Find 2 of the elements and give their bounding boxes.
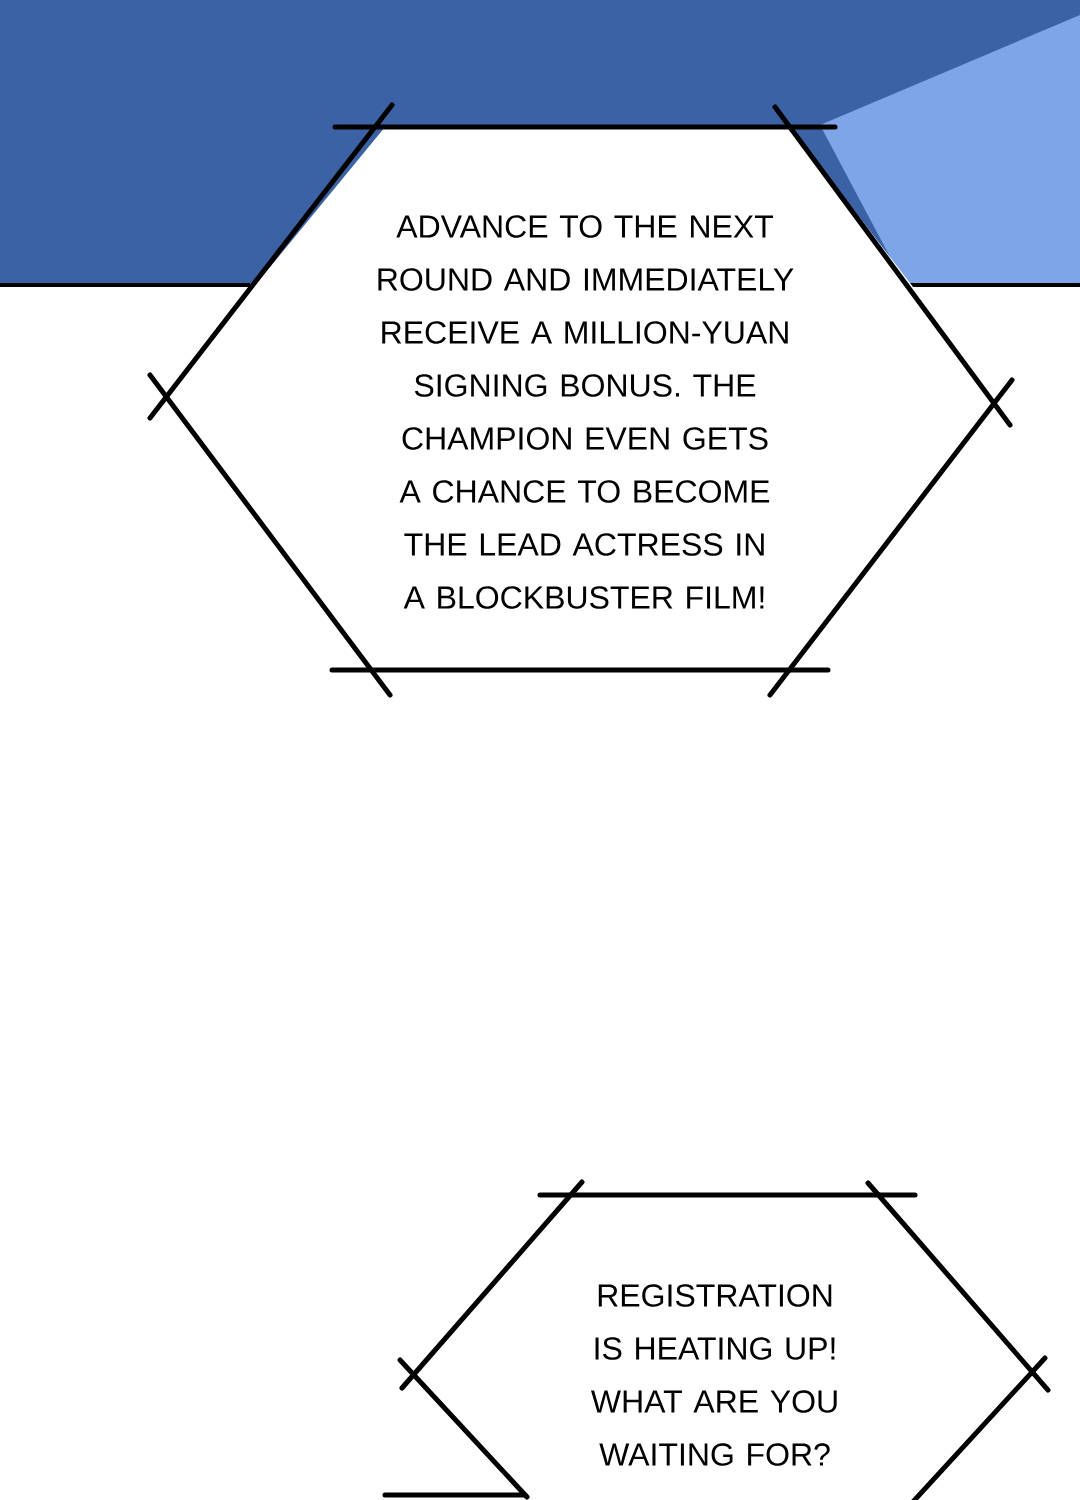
speech-text: REGISTRATION IS HEATING UP! WHAT ARE YOU WAITING FOR? [591,1284,837,1466]
speech-text: ADVANCE TO THE NEXT ROUND AND IMMEDIATELY RECEIVE A MILLION-YUAN SIGNING BONUS. THE CHAMPION EVEN GETS A CHANCE TO BECOME THE LEAD ACTRESS IN A BLOCKBUSTER FILM! [378,215,794,609]
